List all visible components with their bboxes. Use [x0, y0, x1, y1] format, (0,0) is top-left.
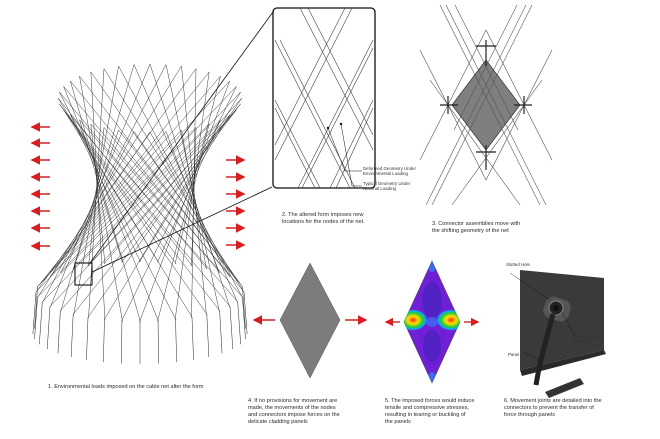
net-cable	[191, 68, 197, 319]
net-cable	[59, 86, 237, 274]
net-cable	[149, 131, 230, 277]
net-cable	[60, 64, 135, 312]
net-cable	[79, 76, 123, 322]
anchor-strand	[229, 306, 234, 350]
net-cable	[59, 91, 177, 321]
movement-joint-diagram	[509, 270, 606, 398]
callout-typical-geometry: Typical Geometry Under Nominal Loading	[363, 181, 411, 192]
net-cable	[118, 65, 243, 298]
net-cable	[49, 114, 230, 308]
net-cable	[49, 80, 230, 278]
net-cable	[63, 109, 221, 312]
anchor-strand	[242, 297, 246, 340]
net-cable	[37, 129, 182, 287]
net-cable	[103, 127, 245, 292]
net-cable	[79, 76, 239, 283]
leader-line-lower	[91, 186, 273, 273]
net-detail-panel	[272, 7, 376, 189]
net-cable	[90, 71, 243, 288]
net-cable	[59, 103, 208, 316]
net-cable	[42, 131, 167, 282]
anchor-strand	[70, 314, 74, 357]
anchor-strand	[39, 302, 43, 345]
callout-large-diameter-washer: Large-Diameter Washer	[572, 334, 603, 345]
anchor-strand	[32, 291, 37, 335]
net-cable	[157, 76, 221, 322]
cable-net-hyperboloid	[32, 63, 248, 364]
net-cable	[121, 86, 237, 322]
anchor-strand	[103, 320, 105, 363]
anchor-strand	[34, 297, 38, 340]
leader-line-upper	[89, 11, 274, 264]
net-cable	[165, 131, 220, 273]
net-cable	[37, 71, 210, 288]
stress-analysis-plot	[384, 260, 480, 384]
net-cable	[59, 91, 208, 270]
caption-step-6: 6. Movement joints are detailed into the…	[504, 398, 602, 418]
net-cable	[41, 75, 221, 283]
anchor-strand	[206, 314, 210, 357]
caption-step-1: 1. Environmental loads imposed on the ca…	[48, 384, 204, 390]
caption-step-3: 3. Connector assemblies move with the sh…	[432, 221, 521, 234]
anchor-strand	[237, 302, 241, 345]
net-cable	[37, 65, 182, 298]
net-cable	[103, 103, 241, 265]
net-cable	[165, 64, 220, 312]
anchor-strand	[157, 321, 159, 364]
net-cable	[139, 114, 230, 263]
anchor-strand	[219, 311, 223, 354]
anchor-strand	[57, 311, 61, 354]
net-cable	[72, 91, 241, 270]
callout-slotted-hole: Slotted Hole	[506, 262, 530, 267]
net-cable	[63, 86, 159, 322]
net-cable	[57, 97, 193, 267]
load-arrows-left	[30, 122, 50, 251]
anchor-strand	[121, 321, 123, 364]
net-cable	[57, 97, 193, 319]
connector-assembly-diagram	[419, 4, 553, 206]
net-cable	[73, 66, 119, 316]
net-cable	[139, 80, 230, 323]
anchor-strand	[242, 286, 246, 329]
caption-step-2: 2. The altered form imposes new location…	[282, 212, 365, 225]
anchor-strand	[34, 286, 38, 329]
cladding-panel-diagram	[252, 262, 368, 379]
net-cable	[181, 129, 207, 269]
net-cable	[60, 131, 135, 273]
net-cable	[149, 63, 230, 308]
net-cable	[35, 68, 197, 293]
net-cable	[70, 80, 231, 278]
anchor-strand	[86, 317, 89, 360]
caption-step-5: 5. The imposed forces would induce tensi…	[385, 398, 475, 425]
net-cable	[63, 86, 221, 273]
anchor-strand	[243, 291, 248, 335]
net-cable	[90, 71, 106, 321]
net-cable	[103, 68, 245, 293]
net-cable	[72, 103, 241, 316]
anchor-strand	[175, 320, 177, 363]
load-arrows-right	[226, 155, 246, 250]
caption-step-4: 4. If no provisions for movement are mad…	[248, 398, 340, 425]
anchor-strand	[46, 306, 51, 350]
net-cable	[174, 71, 210, 321]
detail-marker-box	[74, 262, 93, 286]
net-cable	[41, 119, 221, 303]
net-cable	[90, 123, 243, 298]
net-cable	[174, 123, 210, 264]
callout-deformed-geometry: Deformed Geometry Under Environmental Lo…	[363, 166, 416, 177]
net-cable	[50, 63, 151, 308]
net-cable	[42, 64, 167, 303]
net-cable	[88, 68, 105, 319]
net-cable	[103, 91, 241, 321]
callout-panel: Panel	[508, 352, 520, 357]
net-cable	[87, 97, 243, 267]
anchor-strand	[191, 317, 194, 360]
